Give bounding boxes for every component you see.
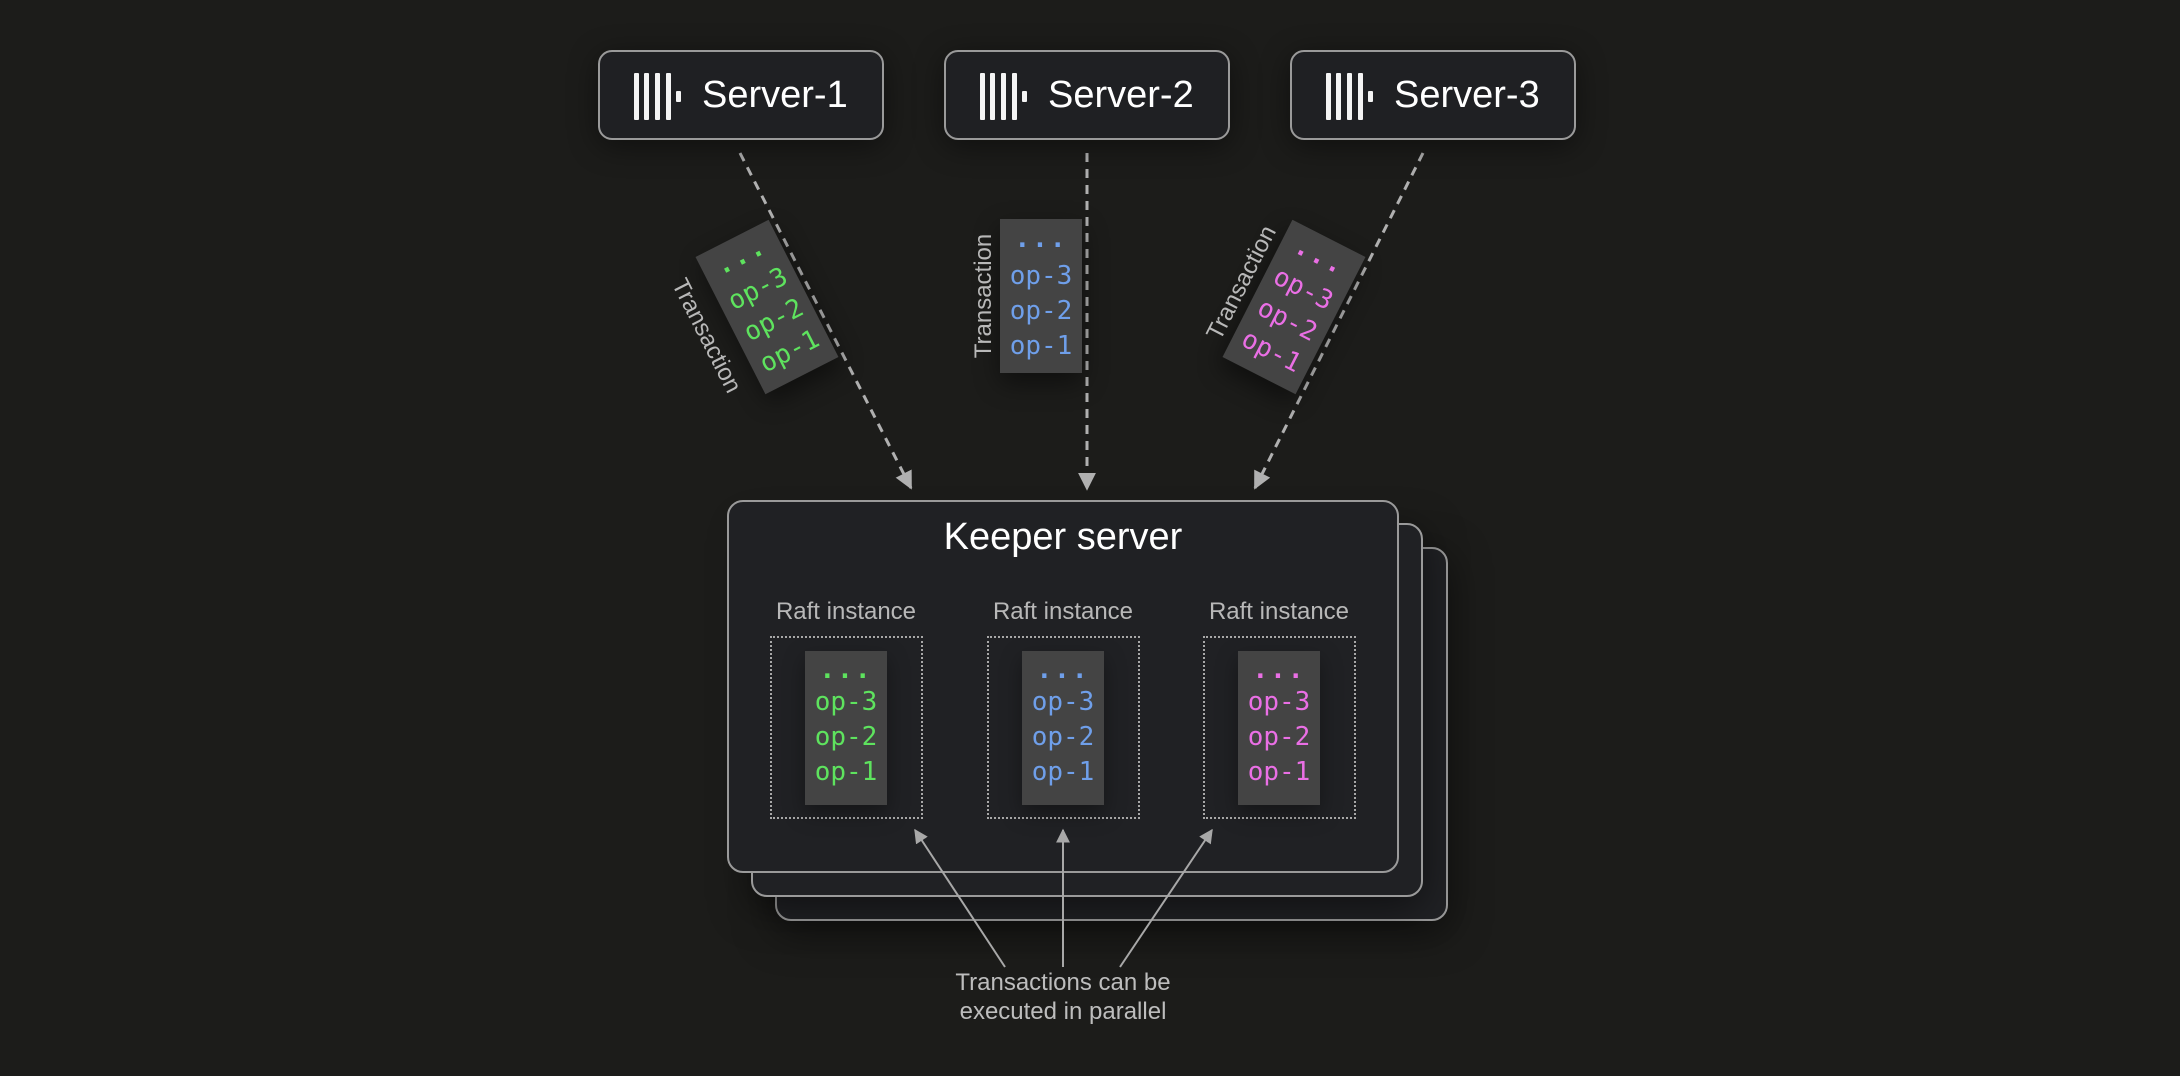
caption-line-2: executed in parallel xyxy=(959,998,1167,1025)
keeper-server-title: Keeper server xyxy=(943,516,1183,558)
raft-log-1: ... op-3 op-2 op-1 xyxy=(805,651,887,805)
parallel-arrow-3 xyxy=(1119,828,1213,968)
clickhouse-logo-icon xyxy=(980,73,1032,121)
raft-log-2: ... op-3 op-2 op-1 xyxy=(1022,651,1104,805)
server-3-node: Server-3 xyxy=(1290,50,1576,140)
caption-line-1: Transactions can be xyxy=(955,969,1171,996)
server-label: Server-3 xyxy=(1394,74,1540,116)
op-item: op-1 xyxy=(814,757,878,787)
ellipsis: ... xyxy=(1014,224,1068,254)
op-item: op-1 xyxy=(1009,331,1073,361)
raft-instance-label-3: Raft instance xyxy=(1208,598,1350,625)
raft-log-3: ... op-3 op-2 op-1 xyxy=(1238,651,1320,805)
clickhouse-logo-icon xyxy=(634,73,686,121)
op-item: op-1 xyxy=(1247,757,1311,787)
op-item: op-3 xyxy=(1031,687,1095,717)
raft-instance-1 xyxy=(770,636,923,819)
raft-instance-2 xyxy=(987,636,1140,819)
parallel-arrow-1 xyxy=(914,828,1006,968)
server-label: Server-1 xyxy=(702,74,848,116)
op-item: op-2 xyxy=(814,722,878,752)
transaction-arrow-server-3 xyxy=(1253,152,1425,490)
op-item: op-3 xyxy=(1009,261,1073,291)
op-item: op-1 xyxy=(1031,757,1095,787)
op-item: op-2 xyxy=(1247,722,1311,752)
ellipsis: ... xyxy=(1036,655,1090,685)
raft-instance-label-1: Raft instance xyxy=(775,598,917,625)
server-1-node: Server-1 xyxy=(598,50,884,140)
op-item: op-3 xyxy=(1247,687,1311,717)
server-label: Server-2 xyxy=(1048,74,1194,116)
parallel-caption: Transactions can be executed in parallel xyxy=(863,968,1263,1026)
op-item: op-3 xyxy=(814,687,878,717)
raft-instance-label-2: Raft instance xyxy=(992,598,1134,625)
ellipsis: ... xyxy=(1252,655,1306,685)
op-item: op-2 xyxy=(1031,722,1095,752)
server-2-node: Server-2 xyxy=(944,50,1230,140)
op-item: op-2 xyxy=(1009,296,1073,326)
raft-instance-3 xyxy=(1203,636,1356,819)
clickhouse-logo-icon xyxy=(1326,73,1378,121)
ellipsis: ... xyxy=(819,655,873,685)
transaction-card-2: ... op-3 op-2 op-1 xyxy=(1000,219,1082,373)
